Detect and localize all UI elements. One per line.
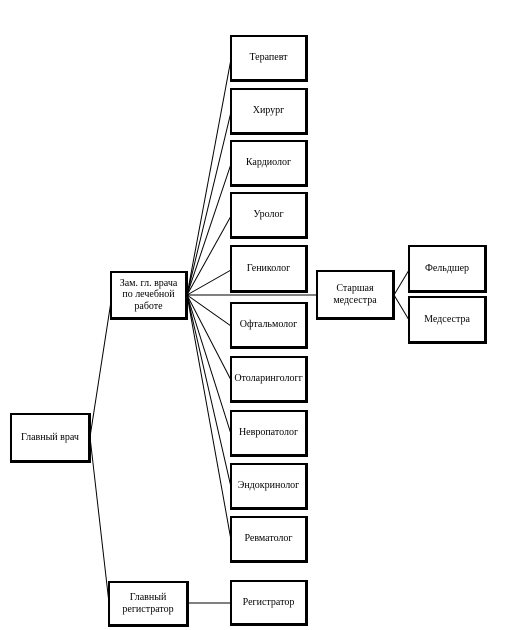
connector-deputy-to-ophthalmologist [186,294,232,327]
connector-senior-nurse-to-feldsher [393,269,410,296]
node-chief-registrar: Главный регистратор [108,581,189,627]
node-gynecologist: Гениколог [230,245,308,293]
connector-chief-to-registrar [89,436,110,604]
node-rheumatologist: Ревматолог [230,516,308,563]
node-registrar: Регистратор [230,580,308,626]
node-therapist: Терапевт [230,35,308,82]
node-senior-nurse: Старшая медсестра [316,270,395,320]
node-surgeon: Хирург [230,88,308,135]
connector-deputy-to-urologist [186,215,232,296]
node-urologist: Уролог [230,192,308,239]
connector-deputy-to-gynecologist [186,269,232,296]
connector-senior-nurse-to-nurse [393,294,410,321]
connector-deputy-to-neuropathologist [186,294,232,435]
connector-deputy-to-rheumatologist [186,294,232,541]
node-neuropathologist: Невропатолог [230,410,308,457]
connector-deputy-to-otolaryngologist [186,294,232,381]
connector-deputy-to-endocrinologist [186,294,232,488]
connector-deputy-to-cardiologist [186,163,232,296]
node-chief-doctor: Главный врач [10,413,91,463]
node-otolaryngologist: Отоларингологг [230,356,308,403]
connector-deputy-to-surgeon [186,111,232,296]
node-feldsher: Фельдшер [408,245,487,293]
node-nurse: Медсестра [408,296,487,344]
connector-chief-to-deputy [89,294,113,438]
node-cardiologist: Кардиолог [230,140,308,187]
connector-deputy-to-therapist [186,58,232,296]
node-ophthalmologist: Офтальмолог [230,302,308,349]
node-deputy-chief: Зам. гл. врача по лечебной работе [110,271,188,320]
node-endocrinologist: Эндокринолог [230,463,308,510]
